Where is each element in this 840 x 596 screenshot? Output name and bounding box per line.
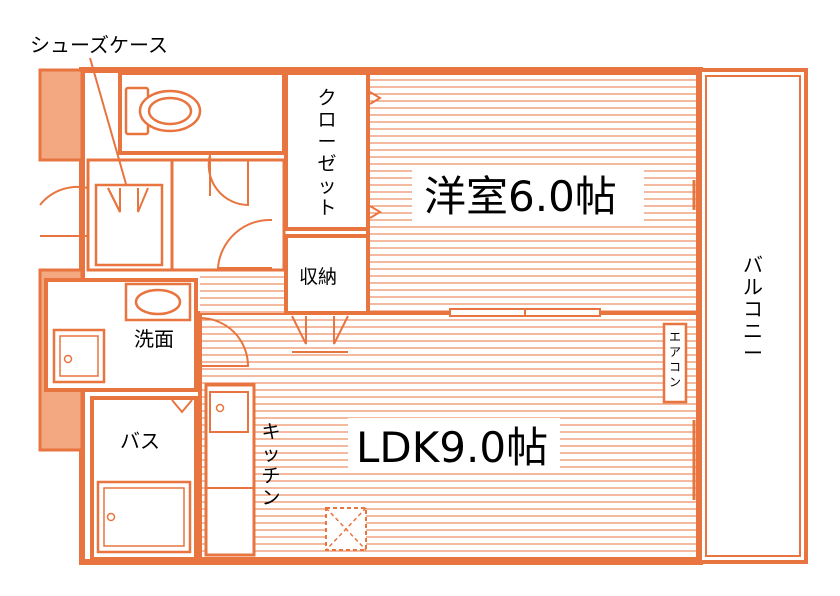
bathtub-inner: [103, 487, 185, 547]
washing-drain-icon: [63, 354, 73, 364]
kitchen-col-char: ッ: [261, 443, 280, 465]
aircon-box: [662, 322, 688, 404]
sink-icon: [134, 288, 182, 316]
bathtub: [96, 480, 192, 554]
washroom-door-arc: [199, 317, 250, 367]
shoe-case-label: シューズケース: [30, 33, 168, 57]
washing-machine-inner: [59, 335, 99, 377]
closet-col-char: ク: [317, 87, 336, 109]
inner-door-arc: [216, 218, 273, 269]
kitchen-col-char: キ: [261, 421, 280, 443]
balcony-col-char: バ: [743, 253, 763, 277]
aircon-col-char: ア: [669, 345, 681, 359]
bath-label: バス: [120, 429, 160, 453]
entrance-wall-block: [38, 68, 84, 162]
balcony-col-char: ル: [743, 275, 763, 299]
closet-col-char: ト: [317, 197, 336, 219]
floor-hatch-cross: [325, 507, 367, 551]
shoe-case-doors: [107, 187, 149, 213]
shoe-case: [94, 183, 164, 267]
kitchen-sink: [209, 391, 249, 433]
balcony-inner: [705, 75, 801, 557]
kitchen-col-char: チ: [261, 465, 280, 487]
closet-col-char: ロ: [317, 109, 336, 131]
western-label-bg: [412, 168, 644, 224]
aircon-col-char: コ: [669, 360, 681, 374]
shoe-case-leader: [89, 57, 127, 185]
storage-label: 収納: [299, 266, 337, 288]
washing-machine: [52, 328, 106, 384]
closet-door-mark-bottom: [369, 205, 382, 219]
storage-door-icon: [291, 315, 349, 353]
closet-col-char: ー: [317, 131, 336, 153]
closet-door-mark-top: [369, 91, 382, 105]
balcony-col-char: ニ: [743, 319, 763, 343]
aircon-col-char: エ: [669, 330, 681, 344]
closet-col-char: ゼ: [317, 153, 336, 175]
ldk-label-bg: [348, 418, 560, 470]
ldk-label: LDK9.0帖: [356, 423, 548, 472]
toilet-door-arc: [207, 154, 249, 207]
kitchen-drain-icon: [215, 403, 225, 413]
bath-door-mark: [171, 399, 193, 414]
balcony-area: [698, 68, 808, 564]
kitchen-col-char: ン: [261, 487, 280, 509]
balcony-col-char: コ: [743, 297, 763, 321]
balcony-col-char: ー: [743, 341, 763, 365]
closet-col-char: ッ: [317, 175, 336, 197]
front-door-arc: [39, 185, 89, 236]
corridor-floor: [200, 270, 286, 313]
washroom-label: 洗面: [134, 327, 174, 351]
closet-room: [284, 71, 370, 231]
aircon-col-char: ン: [669, 375, 681, 389]
storage-room: [284, 234, 370, 315]
bathtub-drain-icon: [106, 512, 116, 522]
western-room-label: 洋室6.0帖: [424, 172, 617, 221]
toilet-icon: [124, 86, 202, 136]
